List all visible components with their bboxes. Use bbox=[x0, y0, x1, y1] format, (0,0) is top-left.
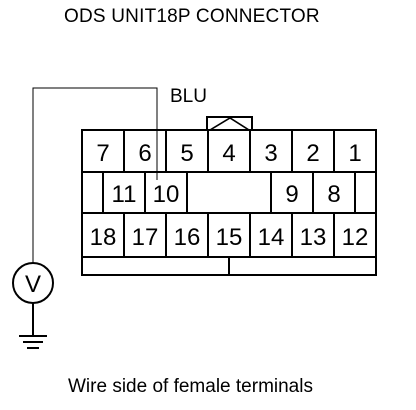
probe-wire bbox=[32, 87, 158, 263]
row1-dividers bbox=[123, 130, 335, 172]
row2-dividers bbox=[102, 172, 356, 213]
terminal-label: 14 bbox=[258, 224, 285, 251]
ground-icon bbox=[19, 303, 47, 349]
terminal-label: 17 bbox=[132, 224, 159, 251]
terminal-label: 11 bbox=[112, 181, 137, 208]
terminal-labels: 7 6 5 4 3 2 1 11 10 9 8 18 17 16 15 14 1… bbox=[90, 140, 369, 251]
terminal-label: 13 bbox=[300, 224, 327, 251]
terminal-label: 15 bbox=[216, 224, 243, 251]
terminal-label: 6 bbox=[138, 140, 151, 167]
terminal-label: 12 bbox=[342, 224, 369, 251]
diagram-caption: Wire side of female terminals bbox=[68, 376, 313, 397]
terminal-label: 10 bbox=[153, 181, 180, 208]
terminal-label: 3 bbox=[264, 140, 277, 167]
terminal-label: 18 bbox=[90, 224, 117, 251]
terminal-label: 9 bbox=[285, 181, 298, 208]
wire-color-label: BLU bbox=[170, 86, 207, 107]
terminal-label: 8 bbox=[327, 181, 340, 208]
terminal-label: 4 bbox=[222, 140, 235, 167]
terminal-label: 5 bbox=[180, 140, 193, 167]
terminal-label: 2 bbox=[306, 140, 319, 167]
diagram-title: ODS UNIT18P CONNECTOR bbox=[64, 6, 320, 27]
meter-symbol: V bbox=[25, 271, 41, 298]
voltmeter-icon: V bbox=[12, 262, 54, 304]
row3-dividers bbox=[123, 213, 335, 257]
connector-lock-tab bbox=[206, 116, 253, 130]
lock-tab-chevron bbox=[209, 117, 250, 131]
terminal-label: 16 bbox=[174, 224, 201, 251]
terminal-label: 1 bbox=[348, 140, 361, 167]
terminal-label: 7 bbox=[96, 140, 109, 167]
